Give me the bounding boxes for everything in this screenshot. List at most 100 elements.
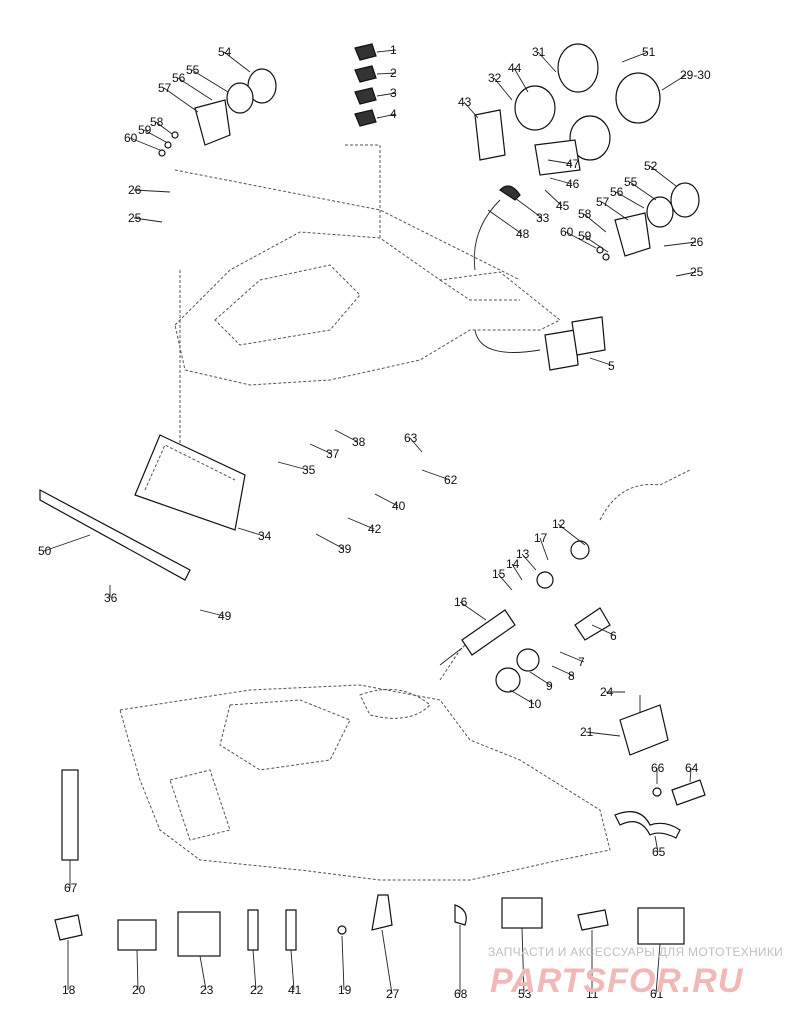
callout-leader	[559, 651, 585, 663]
callout-leader	[43, 534, 91, 552]
callout-12: 12	[552, 517, 566, 531]
callout-leader	[675, 271, 697, 277]
callout-35: 35	[302, 463, 316, 477]
watermark: ЗАПЧАСТИ И АКСЕССУАРЫ ДЛЯ МОТОТЕХНИКИ PA…	[488, 945, 783, 1000]
callout-leader	[537, 51, 557, 73]
callout-14: 14	[506, 557, 520, 571]
callout-56: 56	[172, 71, 186, 85]
callout-39: 39	[338, 542, 352, 556]
callout-3: 3	[390, 86, 397, 100]
callout-68: 68	[454, 987, 468, 1001]
callout-leader	[529, 671, 553, 687]
callout-labels: 5455565758596012343144325129-30434746453…	[38, 43, 711, 1001]
watermark-brand: PARTSFOR.RU	[490, 962, 744, 1000]
watermark-caption: ЗАПЧАСТИ И АКСЕССУАРЫ ДЛЯ МОТОТЕХНИКИ	[488, 945, 783, 959]
bumper-bar	[39, 489, 191, 581]
clamps-5	[474, 316, 606, 371]
callout-27: 27	[386, 987, 400, 1001]
callout-13: 13	[516, 547, 530, 561]
callout-51: 51	[642, 45, 656, 59]
callout-26: 26	[690, 235, 704, 249]
callout-leader	[421, 469, 451, 481]
callout-20: 20	[132, 983, 146, 997]
callout-leader	[661, 74, 687, 91]
callout-leader	[557, 523, 586, 546]
hood-outline	[174, 144, 561, 460]
callout-leader	[511, 563, 523, 581]
callout-26: 26	[128, 183, 142, 197]
callout-32: 32	[488, 71, 502, 85]
connector-row	[54, 894, 685, 957]
callout-leader	[374, 493, 399, 507]
callout-24: 24	[600, 685, 614, 699]
callout-leader	[551, 665, 575, 677]
light-assembly-right	[596, 182, 700, 261]
callout-7: 7	[578, 655, 585, 669]
callout-58: 58	[578, 207, 592, 221]
callout-52: 52	[644, 159, 658, 173]
callout-58: 58	[150, 115, 164, 129]
callout-37: 37	[326, 447, 340, 461]
callout-56: 56	[610, 185, 624, 199]
callout-29-30: 29-30	[680, 68, 711, 82]
callout-38: 38	[352, 435, 366, 449]
callout-leader	[583, 235, 609, 253]
callout-leader	[615, 191, 645, 209]
callout-23: 23	[200, 983, 214, 997]
callout-leader	[376, 49, 397, 53]
headlight	[134, 434, 246, 531]
callout-67: 67	[64, 881, 78, 895]
callout-19: 19	[338, 983, 352, 997]
callout-36: 36	[104, 591, 118, 605]
callout-leader	[655, 943, 661, 995]
callout-leader	[583, 213, 607, 233]
callout-40: 40	[392, 499, 406, 513]
callout-22: 22	[250, 983, 264, 997]
callout-leader	[376, 92, 397, 97]
callout-33: 33	[536, 211, 550, 225]
callout-leader	[497, 573, 513, 591]
callout-leader	[376, 72, 397, 75]
callout-leader	[143, 129, 167, 143]
callout-62: 62	[444, 473, 458, 487]
callout-leader	[521, 927, 525, 995]
callout-43: 43	[458, 95, 472, 109]
ignition-parts	[439, 469, 691, 693]
callout-11: 11	[586, 987, 599, 1001]
callout-6: 6	[610, 629, 617, 643]
callout-55: 55	[624, 175, 638, 189]
callout-31: 31	[532, 45, 546, 59]
callout-34: 34	[258, 529, 272, 543]
callout-leader	[334, 429, 359, 443]
callout-leader	[601, 201, 629, 221]
callout-2: 2	[390, 66, 397, 80]
callout-leader	[513, 67, 529, 93]
callout-leader	[290, 949, 295, 991]
callout-57: 57	[158, 81, 172, 95]
callout-5: 5	[608, 359, 615, 373]
callout-25: 25	[128, 211, 142, 225]
callout-leader	[629, 181, 657, 201]
callout-leader	[547, 159, 573, 165]
callout-leader	[621, 51, 649, 63]
callout-21: 21	[580, 725, 594, 739]
callout-55: 55	[186, 63, 200, 77]
callout-53: 53	[518, 987, 532, 1001]
callout-leader	[277, 461, 309, 471]
callout-57: 57	[596, 195, 610, 209]
callout-45: 45	[556, 199, 570, 213]
callout-10: 10	[528, 697, 542, 711]
callout-leader	[514, 197, 543, 219]
callout-61: 61	[650, 987, 664, 1001]
callout-leader	[191, 69, 229, 93]
callout-leader	[549, 177, 573, 185]
callout-41: 41	[288, 983, 302, 997]
callout-15: 15	[492, 567, 506, 581]
callout-63: 63	[404, 431, 418, 445]
callout-64: 64	[685, 761, 699, 775]
callout-25: 25	[690, 265, 704, 279]
callout-9: 9	[546, 679, 553, 693]
light-assembly-left	[158, 68, 277, 157]
callout-59: 59	[138, 123, 152, 137]
bracket-65	[614, 779, 706, 839]
